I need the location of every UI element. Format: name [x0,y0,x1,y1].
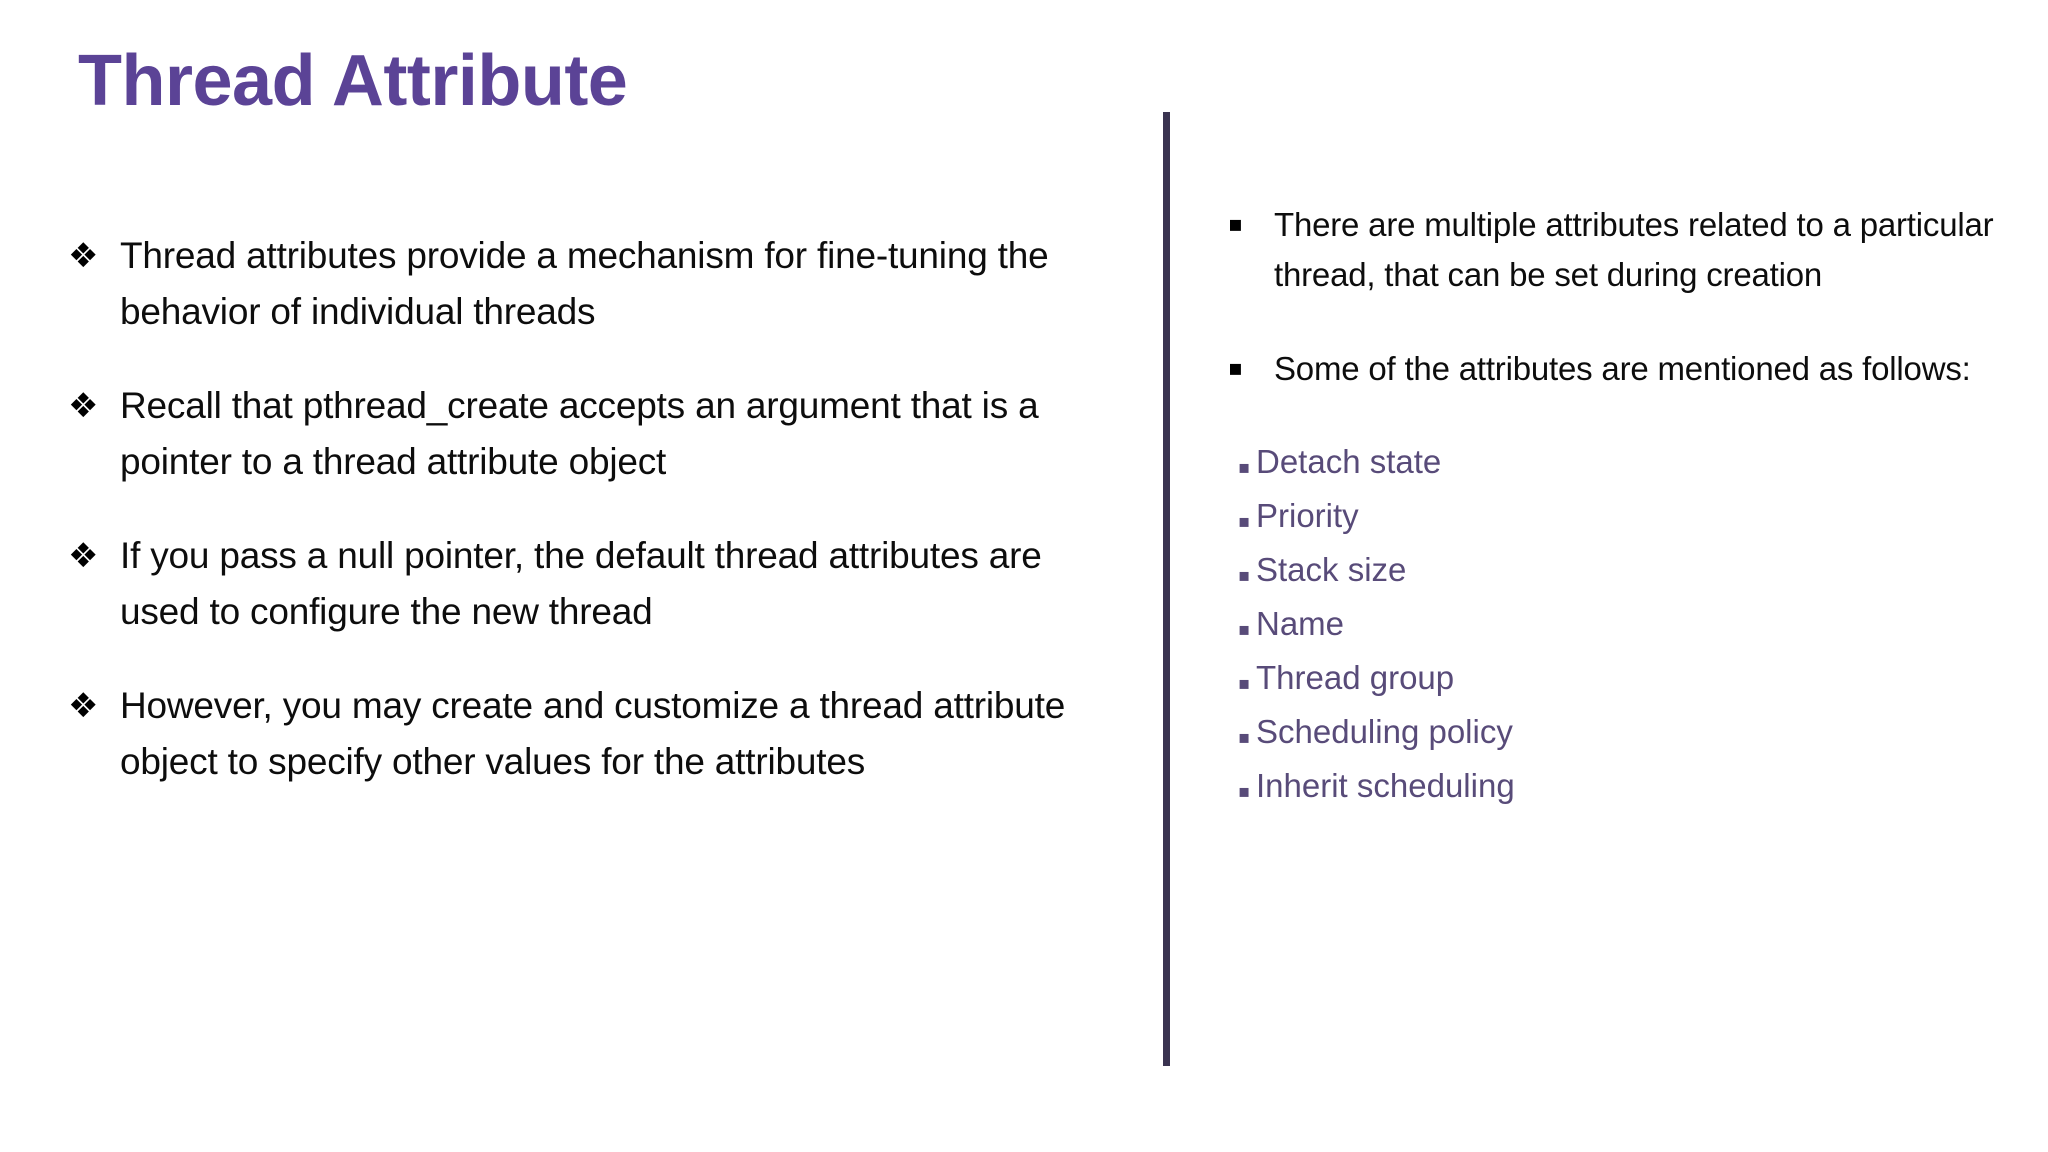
list-item: ▪ Inherit scheduling [1238,762,2018,816]
list-item: ❖ Thread attributes provide a mechanism … [68,228,1098,340]
list-item-text: There are multiple attributes related to… [1274,206,1994,293]
list-item-text: However, you may create and customize a … [120,685,1066,782]
left-bullet-list: ❖ Thread attributes provide a mechanism … [68,228,1098,790]
list-item-label: Scheduling policy [1256,713,1513,750]
right-bullet-list: ▪ There are multiple attributes related … [1228,200,2018,816]
list-item-label: Inherit scheduling [1256,767,1515,804]
diamond-bullet-icon: ❖ [68,686,99,726]
vertical-divider [1163,112,1170,1066]
attribute-sublist: ▪ Detach state ▪ Priority ▪ Stack size ▪… [1228,438,2018,816]
list-item-text: Some of the attributes are mentioned as … [1274,350,1971,387]
diamond-bullet-icon: ❖ [68,536,99,576]
square-bullet-icon: ▪ [1238,727,1251,748]
list-item-text: Thread attributes provide a mechanism fo… [120,235,1049,332]
diamond-bullet-icon: ❖ [68,236,99,276]
list-item-label: Name [1256,605,1345,642]
list-item: ▪ Priority [1238,492,2018,546]
list-item: ❖ Recall that pthread_create accepts an … [68,378,1098,490]
list-item-label: Detach state [1256,443,1442,480]
square-bullet-icon: ▪ [1238,565,1251,586]
list-item-label: Priority [1256,497,1359,534]
square-bullet-icon: ▪ [1238,511,1251,532]
square-bullet-icon: ▪ [1228,212,1243,237]
list-item-label: Thread group [1256,659,1455,696]
square-bullet-icon: ▪ [1238,673,1251,694]
list-item: ▪ Scheduling policy [1238,708,2018,762]
page-title: Thread Attribute [78,41,628,121]
square-bullet-icon: ▪ [1228,356,1243,381]
list-item: ▪ There are multiple attributes related … [1228,200,2018,300]
list-item-text: Recall that pthread_create accepts an ar… [120,385,1039,482]
diamond-bullet-icon: ❖ [68,386,99,426]
list-item: ▪ Thread group [1238,654,2018,708]
list-item: ❖ If you pass a null pointer, the defaul… [68,528,1098,640]
list-item-label: Stack size [1256,551,1407,588]
list-item: ▪ Stack size [1238,546,2018,600]
square-bullet-icon: ▪ [1238,619,1251,640]
list-item-text: If you pass a null pointer, the default … [120,535,1042,632]
list-item: ❖ However, you may create and customize … [68,678,1098,790]
list-item: ▪ Detach state [1238,438,2018,492]
list-item: ▪ Some of the attributes are mentioned a… [1228,344,2018,394]
square-bullet-icon: ▪ [1238,457,1251,478]
list-item: ▪ Name [1238,600,2018,654]
square-bullet-icon: ▪ [1238,781,1251,802]
